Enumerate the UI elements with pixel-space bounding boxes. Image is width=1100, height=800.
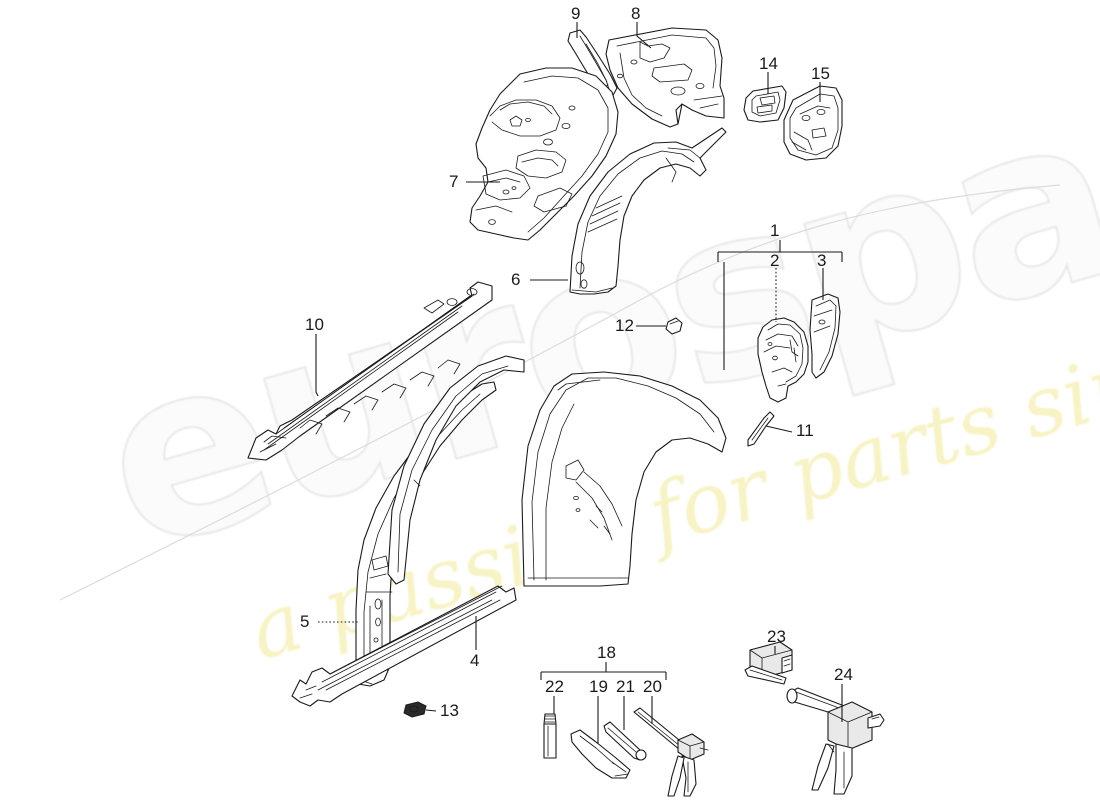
part-24-dispensing-gun[interactable]: [786, 687, 885, 795]
callout-22[interactable]: 22: [545, 677, 564, 696]
callout-15[interactable]: 15: [811, 64, 830, 83]
callout-11[interactable]: 11: [796, 421, 814, 440]
leader-11: [765, 425, 793, 433]
leader-10: [315, 334, 319, 397]
callout-21[interactable]: 21: [616, 677, 635, 696]
leader-13: [425, 709, 437, 712]
part-14-corner-cap-small[interactable]: [743, 85, 787, 123]
leader-8: [636, 22, 652, 49]
part-20-applicator-gun-with-nozzle[interactable]: [633, 707, 709, 797]
callout-13[interactable]: 13: [440, 701, 459, 720]
part-8-rear-wheel-housing-outer[interactable]: [605, 27, 725, 128]
callout-12[interactable]: 12: [615, 316, 634, 335]
part-15-corner-cap-large[interactable]: [783, 85, 843, 161]
callout-8[interactable]: 8: [631, 4, 641, 23]
callout-9[interactable]: 9: [571, 4, 581, 23]
callout-24[interactable]: 24: [834, 665, 853, 684]
part-21-mixing-tube[interactable]: [603, 721, 647, 761]
part-13-grommet-plug[interactable]: [403, 701, 427, 718]
callout-18[interactable]: 18: [597, 643, 616, 662]
callout-4[interactable]: 4: [470, 651, 480, 670]
part-22-primer-bottle[interactable]: [543, 713, 557, 759]
callout-7[interactable]: 7: [449, 172, 459, 191]
part-23-cartridge-block-and-rod[interactable]: [744, 641, 793, 685]
leader-18-bracket: [540, 662, 667, 680]
callout-19[interactable]: 19: [589, 677, 608, 696]
part-19-adhesive-cartridge-nozzle[interactable]: [570, 729, 631, 779]
callout-3[interactable]: 3: [817, 251, 827, 270]
callout-20[interactable]: 20: [643, 677, 662, 696]
callout-2[interactable]: 2: [770, 251, 780, 270]
callout-6[interactable]: 6: [511, 270, 521, 289]
callout-5[interactable]: 5: [300, 612, 310, 631]
callout-10[interactable]: 10: [305, 315, 324, 334]
callout-23[interactable]: 23: [767, 627, 786, 646]
callout-14[interactable]: 14: [759, 54, 778, 73]
callout-1[interactable]: 1: [770, 221, 780, 240]
